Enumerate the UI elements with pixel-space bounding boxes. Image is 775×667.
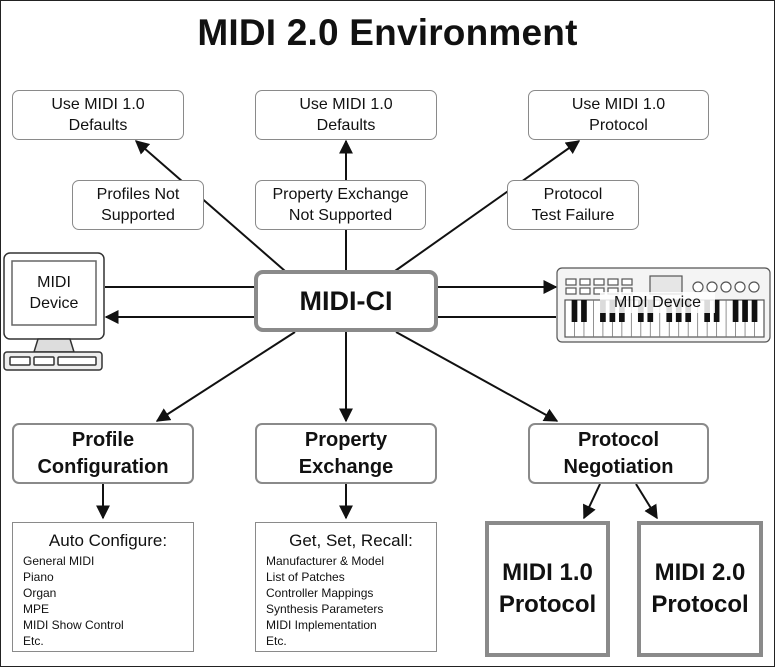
defaults-center-line2: Defaults — [316, 117, 376, 134]
arrow-to-midi1-protocol — [583, 483, 601, 520]
keyboard-device-label: MIDI Device — [600, 292, 715, 313]
defaults-left-line1: Use MIDI 1.0 — [51, 96, 145, 113]
midi1-protocol-line2: Protocol — [498, 591, 597, 618]
condition-protocol-test: Protocol Test Failure — [507, 180, 639, 230]
protocol-negotiation-line1: Protocol — [577, 428, 660, 451]
diagram-title: MIDI 2.0 Environment — [197, 12, 578, 53]
black-key — [713, 300, 720, 322]
list-item: Manufacturer & Model — [266, 554, 385, 568]
condition-property-exchange: Property Exchange Not Supported — [255, 180, 426, 230]
midi2-protocol-line2: Protocol — [651, 591, 749, 618]
list-item: MIDI Implementation — [266, 618, 377, 632]
list-item: Piano — [23, 570, 54, 584]
condition-property-line2: Not Supported — [288, 207, 393, 224]
profile-configuration-box: Profile Configuration — [12, 423, 194, 484]
condition-profiles: Profiles Not Supported — [72, 180, 204, 230]
list-item: MIDI Show Control — [23, 618, 124, 632]
list-item: Synthesis Parameters — [266, 602, 384, 616]
protocol-negotiation-box: Protocol Negotiation — [528, 423, 709, 484]
arrow-to-profile-config — [155, 331, 296, 422]
condition-protocol-line2: Test Failure — [531, 207, 615, 224]
property-exchange-line2: Exchange — [298, 455, 394, 478]
condition-profiles-line1: Profiles Not — [96, 186, 180, 203]
property-exchange-line1: Property — [304, 428, 388, 451]
midi2-protocol-line1: MIDI 2.0 — [654, 559, 746, 586]
computer-device-label: MIDI Device — [14, 272, 94, 314]
list-item: List of Patches — [266, 570, 345, 584]
arrow-to-protocol-default — [394, 140, 581, 272]
condition-property-line1: Property Exchange — [272, 186, 409, 203]
black-key — [751, 300, 758, 322]
profile-config-line1: Profile — [71, 428, 135, 451]
list-item: Organ — [23, 586, 57, 600]
list-item: Controller Mappings — [266, 586, 374, 600]
midi2-protocol-box: MIDI 2.0 Protocol — [637, 521, 763, 657]
midi1-protocol-box: MIDI 1.0 Protocol — [485, 521, 610, 657]
computer-label-line2: Device — [29, 295, 79, 312]
defaults-box-left: Use MIDI 1.0 Defaults — [12, 90, 184, 140]
protocol-default-line2: Protocol — [589, 117, 648, 134]
black-key — [742, 300, 748, 322]
profile-config-line2: Configuration — [37, 455, 169, 478]
black-key — [732, 300, 739, 322]
defaults-left-line2: Defaults — [68, 117, 128, 134]
profile-list-heading: Auto Configure: — [48, 531, 168, 550]
list-item: General MIDI — [23, 554, 95, 568]
property-exchange-box: Property Exchange — [255, 423, 437, 484]
defaults-center-line1: Use MIDI 1.0 — [299, 96, 393, 113]
list-item: MPE — [23, 602, 50, 616]
midi-ci-node: MIDI-CI — [254, 270, 438, 332]
list-item: Etc. — [23, 634, 44, 648]
property-list-box: Get, Set, Recall: Manufacturer & Model L… — [255, 522, 437, 652]
property-list-heading: Get, Set, Recall: — [289, 531, 413, 550]
defaults-box-center: Use MIDI 1.0 Defaults — [255, 90, 437, 140]
arrow-to-midi2-protocol — [635, 483, 658, 520]
black-key — [571, 300, 578, 322]
computer-label-line1: MIDI — [37, 274, 71, 291]
list-item: Etc. — [266, 634, 287, 648]
protocol-negotiation-line2: Negotiation — [563, 455, 674, 478]
condition-protocol-line1: Protocol — [543, 186, 603, 203]
arrow-to-defaults-left — [134, 140, 286, 272]
computer-icon — [3, 252, 105, 371]
condition-profiles-line2: Supported — [101, 207, 175, 224]
black-key — [581, 300, 587, 322]
profile-list-box: Auto Configure: General MIDI Piano Organ… — [12, 522, 194, 652]
protocol-default-box: Use MIDI 1.0 Protocol — [528, 90, 709, 140]
midi1-protocol-line1: MIDI 1.0 — [502, 559, 593, 586]
arrow-to-protocol-negotiation — [395, 331, 559, 422]
protocol-default-line1: Use MIDI 1.0 — [571, 96, 666, 113]
